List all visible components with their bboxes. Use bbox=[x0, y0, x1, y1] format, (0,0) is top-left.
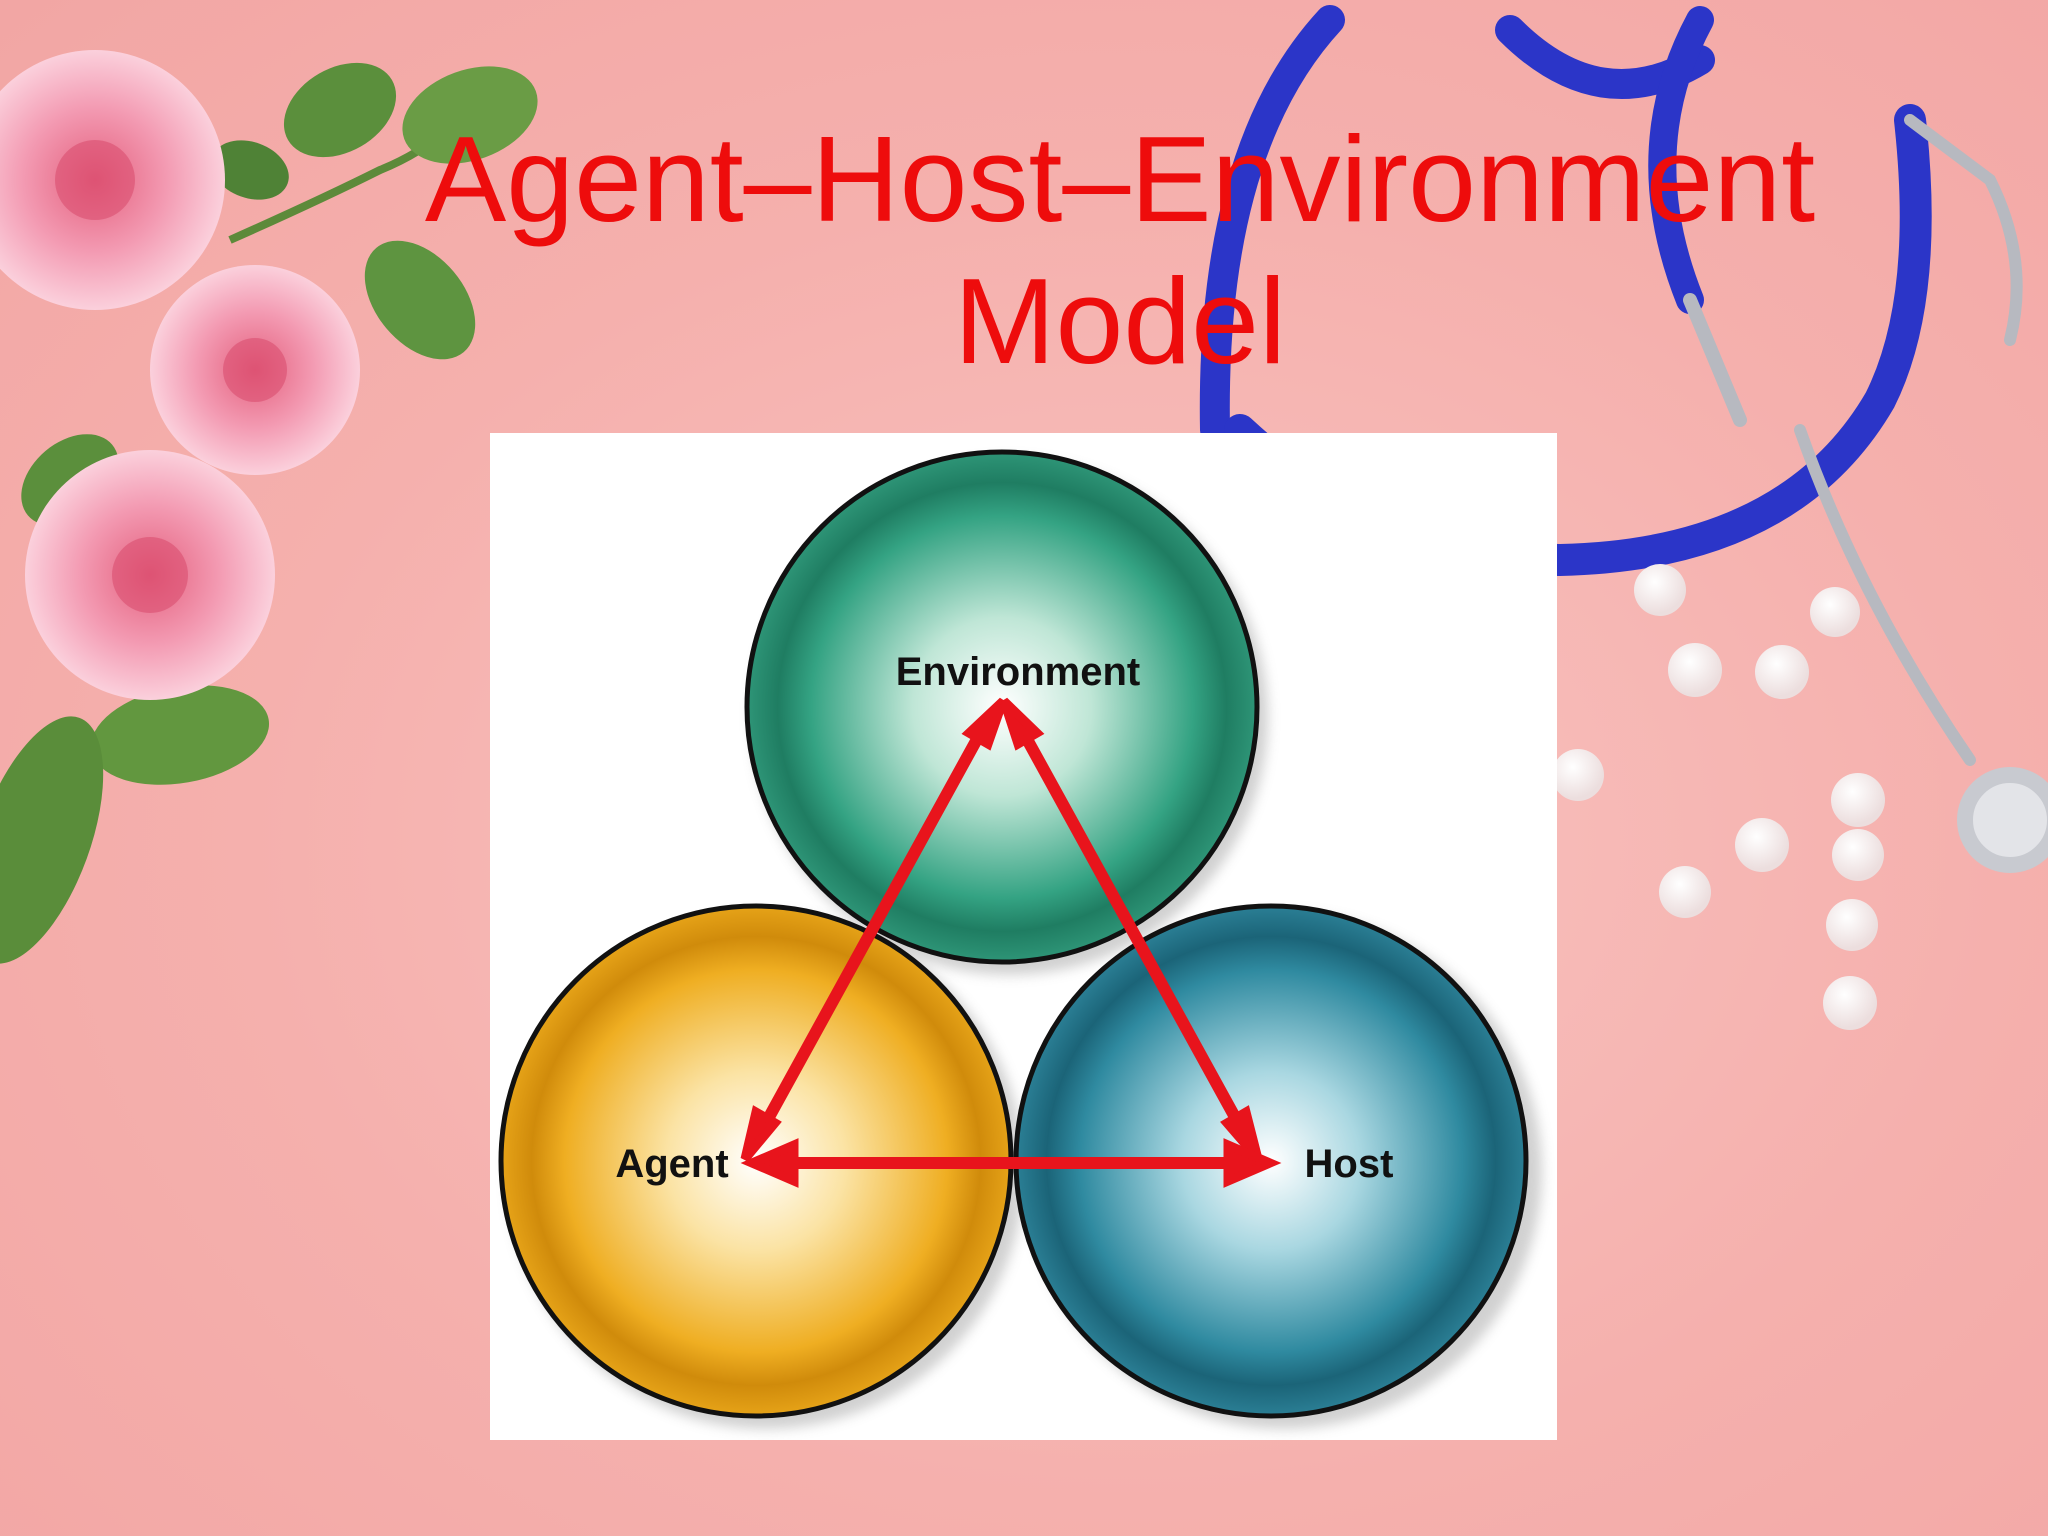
slide-title: Agent–Host–Environment Model bbox=[424, 111, 1816, 389]
environment-label: Environment bbox=[896, 650, 1140, 694]
agent-label: Agent bbox=[615, 1142, 728, 1186]
agent-environment-arrowhead-bottom bbox=[740, 1105, 782, 1162]
environment-host-arrow-line bbox=[1022, 735, 1242, 1125]
environment-host-arrowhead-bottom bbox=[1220, 1105, 1263, 1162]
pills-icon bbox=[1552, 564, 1885, 1030]
arrows bbox=[740, 697, 1282, 1188]
agent-environment-arrowhead-top bbox=[961, 697, 1008, 751]
agent-environment-arrow-line bbox=[762, 735, 982, 1125]
environment-host-arrowhead-top bbox=[999, 697, 1045, 751]
agent-host-environment-diagram: Environment Agent Host bbox=[498, 449, 1542, 1429]
agent-host-arrowhead-left bbox=[740, 1138, 799, 1188]
diagram-panel: Environment Agent Host bbox=[490, 433, 1557, 1440]
roses-icon bbox=[0, 50, 538, 964]
host-label: Host bbox=[1305, 1142, 1394, 1186]
agent-host-arrowhead-right bbox=[1223, 1138, 1282, 1188]
